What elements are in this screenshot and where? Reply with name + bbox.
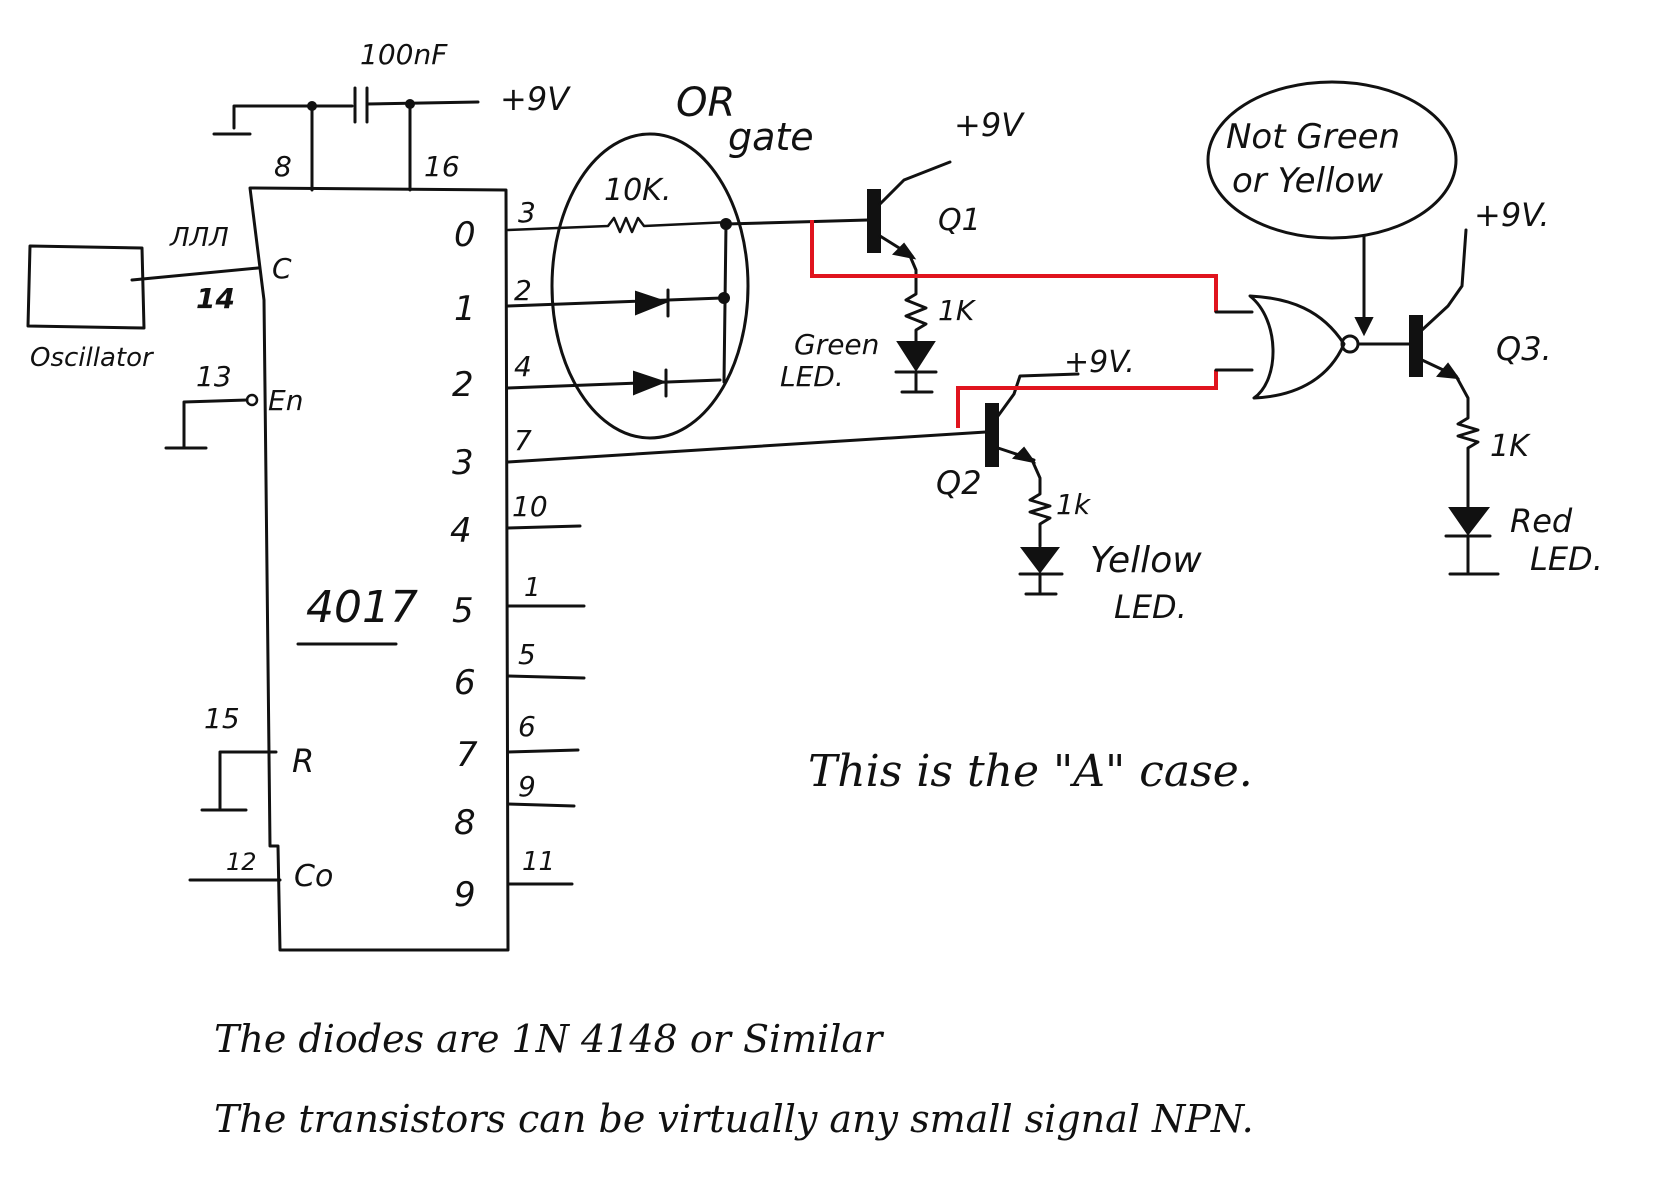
nor-gate-body (1248, 294, 1346, 400)
output-label-6: 6 (454, 663, 476, 703)
capacitor-label: 100nF (360, 38, 448, 71)
or-gate-circle (550, 132, 750, 440)
q1-label: Q1 (938, 203, 981, 238)
output-label-7: 7 (456, 735, 478, 775)
nor-gate: Not Green or Yellow (1206, 80, 1458, 400)
nor-note-line1: Not Green (1226, 117, 1400, 157)
output-pin-7: 7 (514, 424, 532, 457)
vcc-top-label: +9V (500, 80, 571, 118)
output-pin-2: 2 (514, 274, 532, 307)
q1-base-bar (867, 189, 881, 253)
red-wire-yellow-input (956, 370, 1218, 428)
or-gate-title-line2: gate (728, 115, 814, 159)
nor-note-arrow (1354, 317, 1374, 337)
vcc-q2-label: +9V. (1064, 345, 1135, 380)
or-gate-network: OR gate 10K. (506, 80, 870, 440)
pin-enable-number: 13 (196, 360, 232, 393)
output-label-3: 3 (452, 443, 474, 483)
green-led-icon (896, 341, 936, 372)
output-label-1: 1 (454, 289, 476, 329)
green-led-label-2: LED. (780, 360, 844, 393)
output-pin-3: 3 (518, 196, 536, 229)
red-wire-green-input (810, 220, 1218, 312)
red-led-label-2: LED. (1530, 540, 1603, 578)
ic-part-label: 4017 (306, 582, 418, 633)
output-label-8: 8 (454, 803, 476, 843)
transistors-note: The transistors can be virtually any sma… (214, 1097, 1254, 1141)
r-q2-label: 1k (1056, 488, 1092, 521)
q3-label: Q3. (1496, 330, 1552, 368)
green-led-label-1: Green (794, 328, 879, 361)
pin-carry-label: Co (294, 859, 333, 894)
output-pin-1: 1 (524, 573, 541, 603)
highlighted-nor-inputs (810, 220, 1254, 428)
clock-pulse-symbol: ЛЛЛ (169, 223, 229, 253)
r-q1-label: 1K (938, 294, 977, 327)
vcc-q1-label: +9V (954, 106, 1025, 144)
yellow-led-label-2: LED. (1114, 588, 1187, 626)
or-gate-title-line1: OR (676, 80, 735, 126)
output-label-2: 2 (452, 365, 474, 405)
ic-4017: 4017 C 14 En 13 R 15 Co 12 8 16 0 1 2 3 … (164, 102, 586, 952)
enable-ground-wire (182, 398, 249, 450)
q3-base-bar (1409, 315, 1423, 377)
output-label-0: 0 (454, 215, 476, 255)
vcc-q3-label: +9V. (1474, 196, 1550, 234)
pin-gnd-number: 8 (274, 150, 292, 183)
pin-reset-number: 15 (204, 702, 240, 735)
oscillator-label: Oscillator (30, 343, 155, 373)
output-pin-10: 10 (512, 490, 548, 523)
red-led-label-1: Red (1510, 502, 1573, 540)
ic-output-pins: 3 2 4 7 10 1 5 6 9 11 (512, 196, 555, 877)
q2-base-bar (985, 403, 999, 467)
or-diode-1 (635, 290, 669, 316)
or-resistor-label: 10K. (604, 173, 671, 208)
or-diode-2 (633, 370, 667, 396)
ic-output-labels: 0 1 2 3 4 5 6 7 8 9 (450, 215, 478, 915)
unused-output-stubs (506, 524, 586, 886)
yellow-led-icon (1020, 547, 1060, 574)
r-q3-label: 1K (1490, 429, 1531, 464)
output-pin-9: 9 (518, 770, 536, 803)
yellow-led-label-1: Yellow (1090, 540, 1202, 581)
output-pin-4: 4 (514, 350, 532, 383)
reset-ground-wire (218, 750, 278, 810)
red-led-icon (1448, 507, 1491, 536)
output-pin-5: 5 (518, 638, 536, 671)
pin-carry-number: 12 (226, 848, 257, 876)
pin-clock-number: 14 (196, 282, 235, 315)
nor-note-line2: or Yellow (1232, 161, 1383, 201)
pin-vcc-number: 16 (424, 150, 460, 183)
output-label-5: 5 (452, 591, 474, 631)
output-pin-11: 11 (522, 847, 555, 877)
case-note: This is the "A" case. (808, 746, 1253, 797)
q2-stage: +9V. Q2 1k Yellow LED. (506, 345, 1202, 626)
pin-enable-label: En (268, 384, 303, 417)
nor-note-bubble (1206, 80, 1458, 240)
power-capacitor: 100nF +9V (212, 38, 571, 136)
q1-stage: +9V Q1 1K Green LED. (780, 106, 1025, 394)
diodes-note: The diodes are 1N 4148 or Similar (214, 1017, 885, 1061)
q2-label: Q2 (936, 464, 982, 502)
output-label-4: 4 (450, 511, 472, 551)
output-label-9: 9 (454, 875, 476, 915)
pin-reset-label: R (292, 742, 314, 780)
oscillator-block: Oscillator ЛЛЛ (26, 223, 260, 373)
output-pin-6: 6 (518, 710, 536, 743)
q3-stage: +9V. Q3. 1K Red LED. (1409, 196, 1603, 578)
pin-clock-label: C (272, 252, 292, 285)
